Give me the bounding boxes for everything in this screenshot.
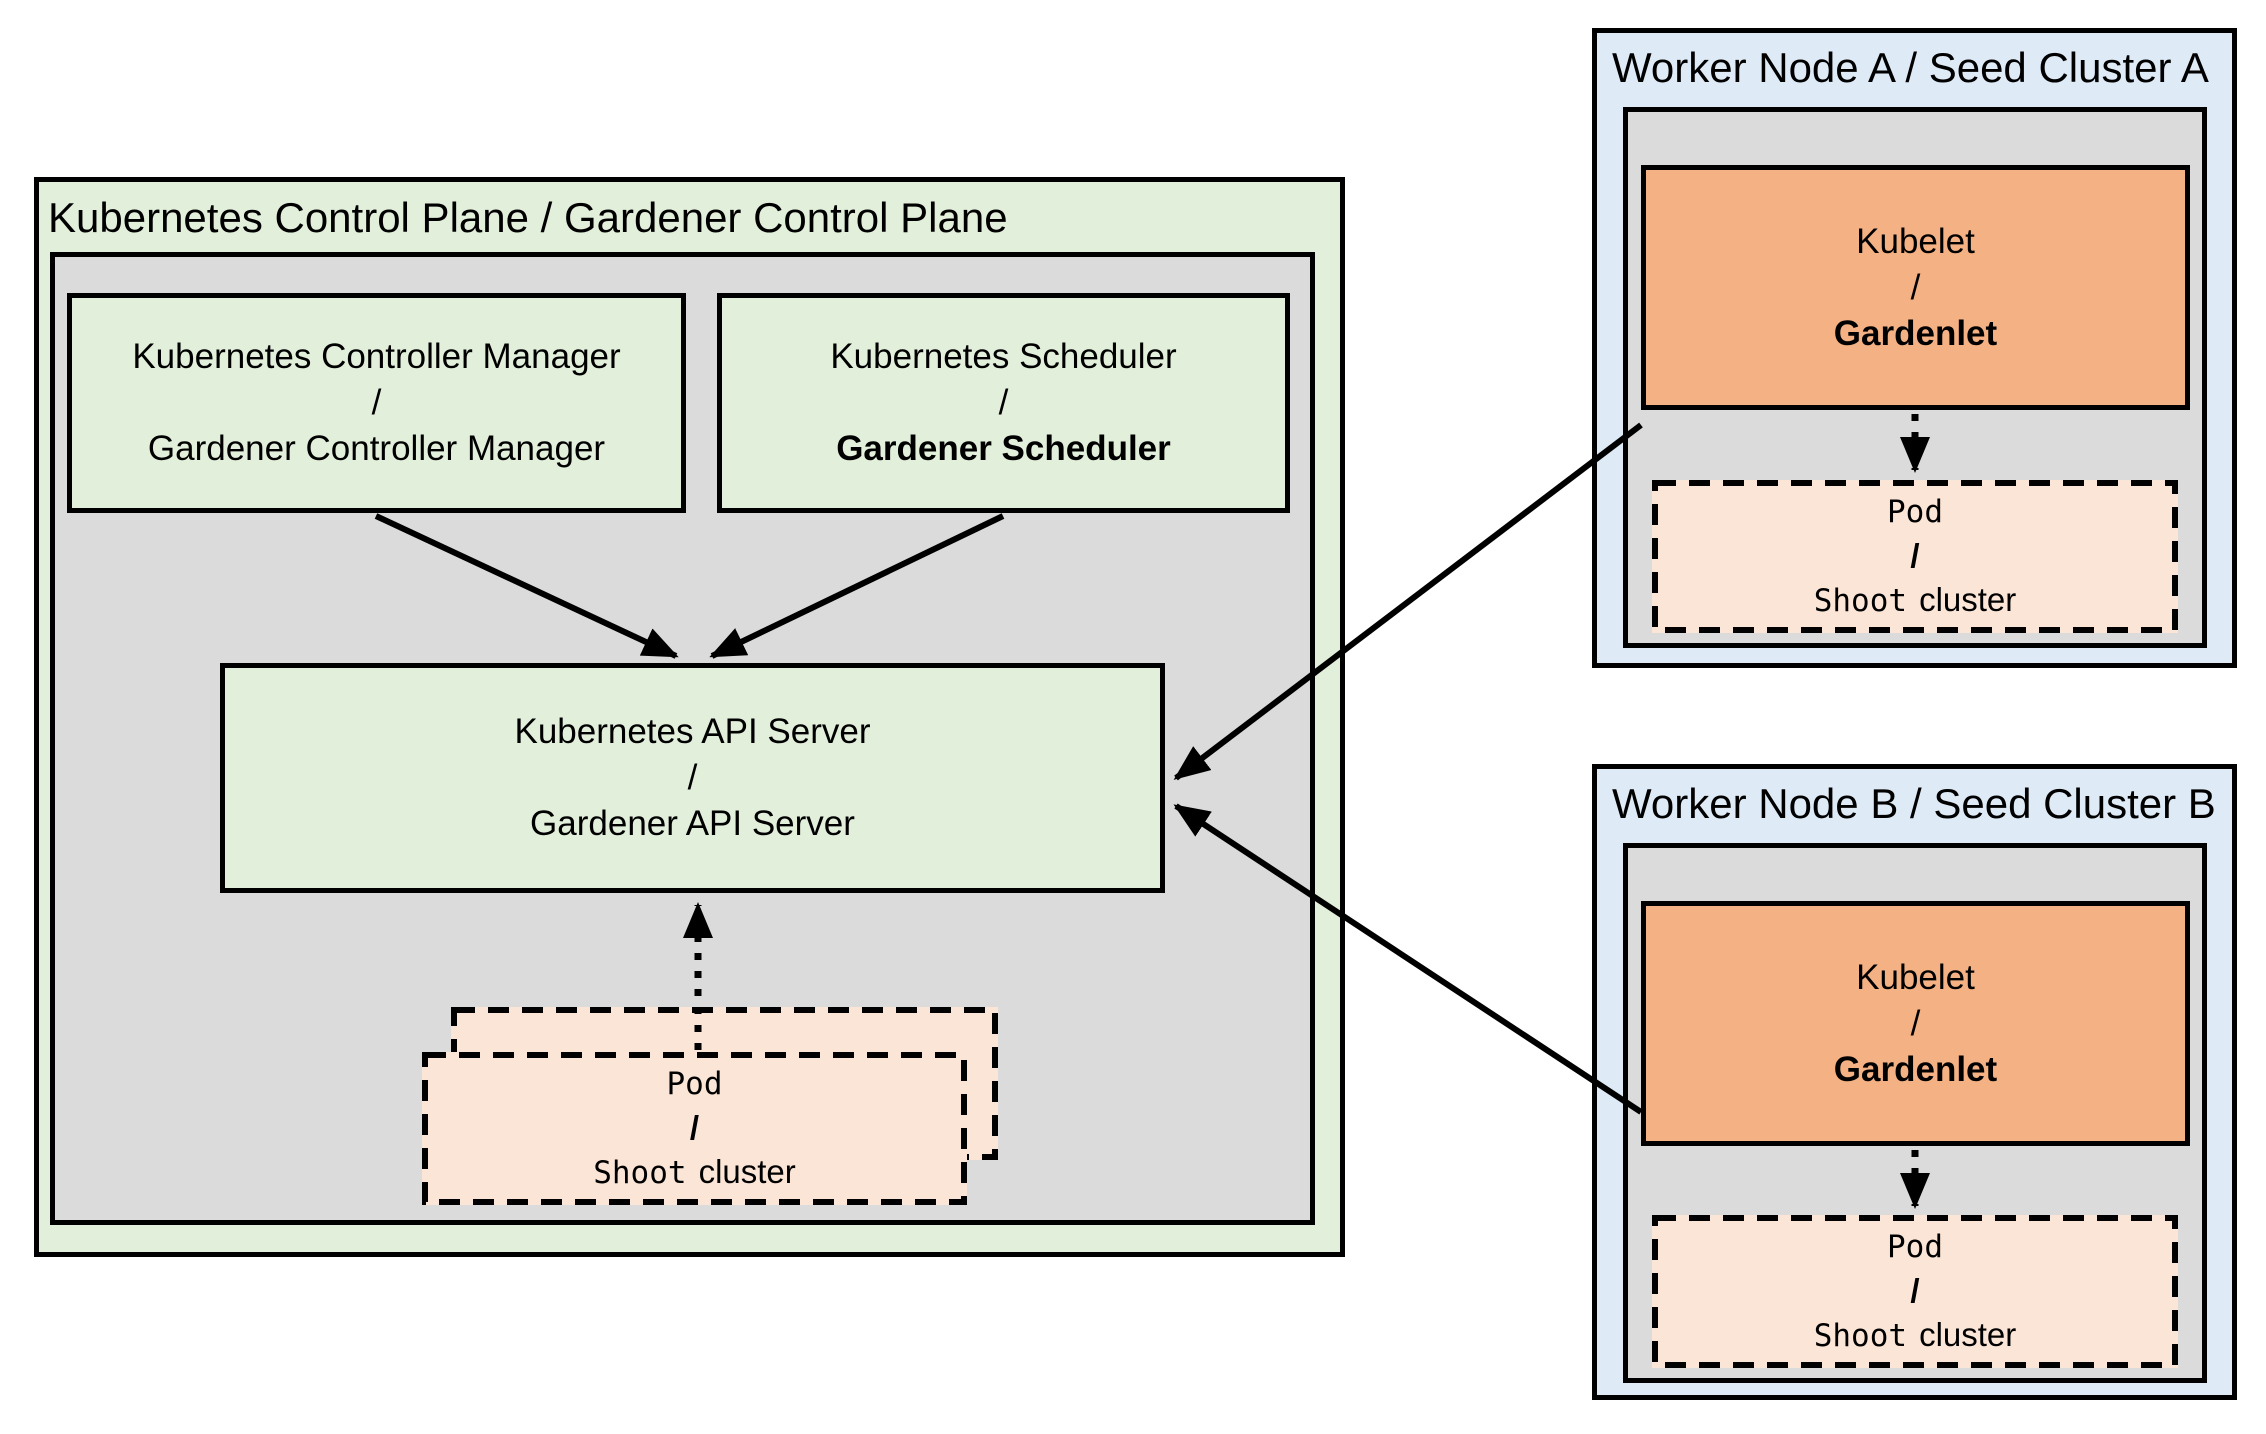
api-server-line2: Gardener API Server: [530, 804, 855, 843]
controller-manager-line1: Kubernetes Controller Manager: [132, 337, 621, 376]
api-server-separator: /: [687, 758, 698, 797]
api-server-line1: Kubernetes API Server: [514, 712, 871, 751]
shoot-cluster-line: Shoot cluster: [1814, 578, 2017, 623]
shoot-text: Shoot: [1813, 583, 1908, 619]
pod-separator: /: [689, 1109, 700, 1146]
pod-line: Pod: [666, 1066, 723, 1102]
pod-shoot-cluster-b-box: Pod / Shoot cluster: [1652, 1215, 2178, 1368]
pod-shoot-cluster-a-label: Pod / Shoot cluster: [1652, 480, 2178, 633]
worker-node-a-title: Worker Node A / Seed Cluster A: [1612, 44, 2209, 91]
kubelet-b-separator: /: [1910, 1003, 1921, 1043]
cluster-text: cluster: [1919, 581, 2017, 618]
kubelet-gardenlet-b-box: Kubelet / Gardenlet: [1641, 901, 2190, 1146]
cluster-text: cluster: [698, 1153, 796, 1190]
pod-separator: /: [1910, 1272, 1920, 1309]
api-server-box: Kubernetes API Server / Gardener API Ser…: [220, 663, 1165, 893]
shoot-cluster-line: Shoot cluster: [593, 1150, 796, 1195]
scheduler-box: Kubernetes Scheduler / Gardener Schedule…: [717, 293, 1290, 513]
controller-manager-line2: Gardener Controller Manager: [147, 429, 606, 468]
worker-node-b-inner-area: Kubelet / Gardenlet Pod / Shoot cluster: [1623, 843, 2207, 1383]
scheduler-line1: Kubernetes Scheduler: [830, 337, 1177, 376]
worker-node-b-title: Worker Node B / Seed Cluster B: [1612, 780, 2216, 827]
scheduler-line2: Gardener Scheduler: [836, 429, 1171, 468]
pod-shoot-cluster-label: Pod / Shoot cluster: [422, 1052, 967, 1205]
kubelet-a-line1: Kubelet: [1856, 221, 1975, 261]
control-plane-box: Kubernetes Control Plane / Gardener Cont…: [34, 177, 1345, 1257]
shoot-text: Shoot: [593, 1155, 687, 1191]
kubelet-b-line2: Gardenlet: [1833, 1049, 1998, 1089]
control-plane-inner-area: Kubernetes Controller Manager / Gardener…: [50, 252, 1315, 1225]
control-plane-title: Kubernetes Control Plane / Gardener Cont…: [48, 194, 1008, 241]
cluster-text: cluster: [1919, 1316, 2017, 1353]
kubelet-a-line2: Gardenlet: [1833, 313, 1998, 353]
pod-shoot-cluster-front-box: Pod / Shoot cluster: [422, 1052, 967, 1205]
scheduler-separator: /: [998, 383, 1009, 422]
shoot-cluster-line: Shoot cluster: [1814, 1313, 2017, 1358]
worker-node-a-inner-area: Kubelet / Gardenlet Pod / Shoot cluster: [1623, 107, 2207, 648]
pod-separator: /: [1910, 537, 1920, 574]
controller-manager-box: Kubernetes Controller Manager / Gardener…: [67, 293, 686, 513]
worker-node-b-box: Worker Node B / Seed Cluster B Kubelet /…: [1592, 764, 2237, 1400]
shoot-text: Shoot: [1813, 1318, 1908, 1354]
kubelet-gardenlet-a-box: Kubelet / Gardenlet: [1641, 165, 2190, 410]
pod-shoot-cluster-b-label: Pod / Shoot cluster: [1652, 1215, 2178, 1368]
controller-manager-separator: /: [371, 383, 382, 422]
kubelet-b-line1: Kubelet: [1856, 957, 1975, 997]
worker-node-a-box: Worker Node A / Seed Cluster A Kubelet /…: [1592, 28, 2237, 668]
pod-shoot-cluster-a-box: Pod / Shoot cluster: [1652, 480, 2178, 633]
pod-line: Pod: [1887, 1229, 1943, 1265]
pod-line: Pod: [1887, 494, 1943, 530]
kubelet-a-separator: /: [1910, 267, 1921, 307]
